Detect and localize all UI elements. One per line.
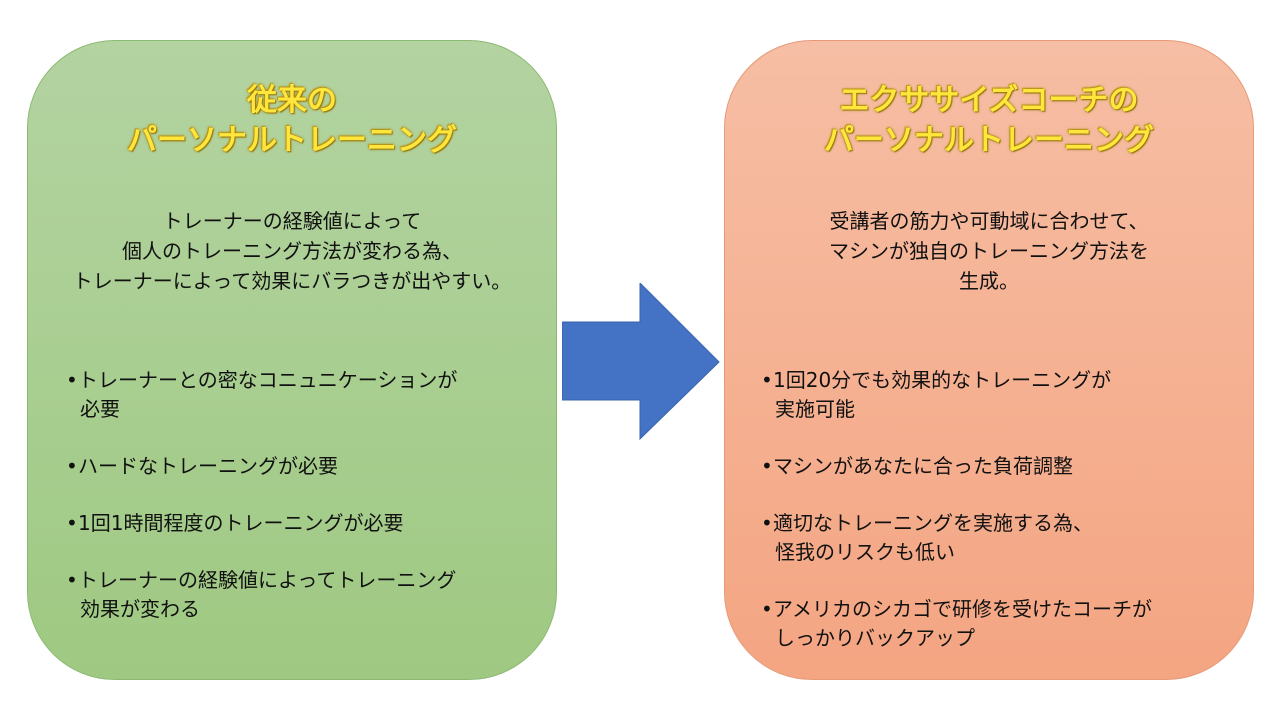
exercise-coach-training-title: エクササイズコーチの パーソナルトレーニング <box>824 83 1154 158</box>
list-item: アメリカのシカゴで研修を受けたコーチが しっかりバックアップ <box>761 595 1233 653</box>
list-item: ハードなトレーニングが必要 <box>66 452 536 481</box>
list-item: 適切なトレーニングを実施する為、 怪我のリスクも低い <box>761 509 1233 567</box>
list-item: トレーナーとの密なコニュニケーションが 必要 <box>66 366 536 424</box>
list-item: 1回1時間程度のトレーニングが必要 <box>66 509 536 538</box>
list-item: トレーナーの経験値によってトレーニング 効果が変わる <box>66 566 536 624</box>
exercise-coach-training-bullet-list: 1回20分でも効果的なトレーニングが 実施可能 マシンがあなたに合った負荷調整 … <box>761 366 1233 681</box>
traditional-training-bullet-list: トレーナーとの密なコニュニケーションが 必要 ハードなトレーニングが必要 1回1… <box>66 366 536 652</box>
right-arrow-icon <box>562 283 720 441</box>
traditional-training-panel: 従来の パーソナルトレーニング トレーナーの経験値によって 個人のトレーニング方… <box>27 40 557 680</box>
exercise-coach-training-panel: エクササイズコーチの パーソナルトレーニング 受講者の筋力や可動域に合わせて、 … <box>724 40 1254 680</box>
list-item: マシンがあなたに合った負荷調整 <box>761 452 1233 481</box>
exercise-coach-training-description: 受講者の筋力や可動域に合わせて、 マシンが独自のトレーニング方法を 生成。 <box>829 209 1149 293</box>
traditional-training-description: トレーナーの経験値によって 個人のトレーニング方法が変わる為、 トレーナーによっ… <box>72 209 512 293</box>
list-item: 1回20分でも効果的なトレーニングが 実施可能 <box>761 366 1233 424</box>
traditional-training-title: 従来の パーソナルトレーニング <box>127 83 457 158</box>
